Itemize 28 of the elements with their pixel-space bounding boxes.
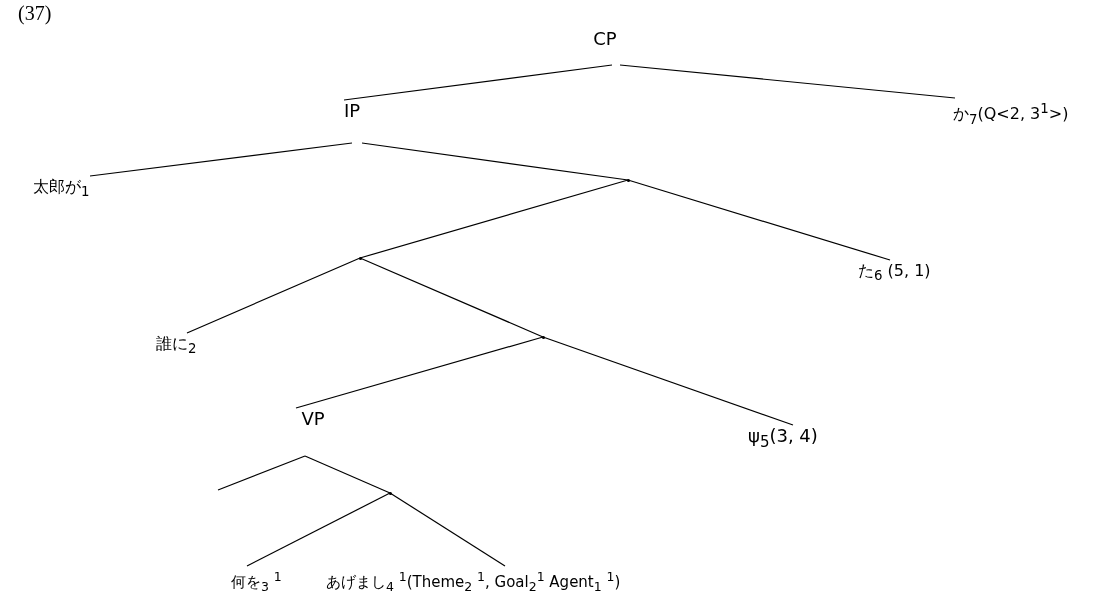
tree-branch (246, 492, 391, 567)
branch-point (388, 491, 392, 495)
node-label: た$_{6}$ (5, 1) (858, 260, 932, 286)
example-number: (37) (18, 2, 52, 25)
branch-point (626, 178, 630, 182)
branch-point (358, 256, 362, 260)
node-label: 誰に$_{2}$ (156, 333, 198, 359)
node-label: ψ$_{5}$(3, 4) (748, 425, 819, 453)
tree-branch (217, 455, 306, 491)
node-label: あげまし$_{4}$ $^{1}$(Theme$_{2}$ $^{1}$, Goal$_{2}$$^{1}$ Agent$_{1}$ $^{1}$) (326, 568, 622, 596)
tree-branch (542, 336, 794, 426)
node-label: か$_{7}$(Q<2, 3$^{1}$>) (953, 100, 1070, 129)
tree-branch (343, 64, 613, 101)
branch-point (541, 335, 545, 339)
tree-branch (359, 257, 544, 338)
tree-branch (361, 142, 629, 181)
tree-branch (186, 257, 361, 334)
tree-branch (359, 179, 629, 259)
tree-branch (89, 142, 353, 177)
node-label: IP (342, 100, 362, 122)
tree-branch (619, 64, 956, 99)
tree-branch (389, 492, 506, 567)
node-label: CP (592, 28, 618, 50)
tree-branch (304, 455, 391, 494)
node-label: VP (300, 408, 326, 430)
node-label: 太郎が$_{1}$ (33, 176, 91, 202)
tree-branch (295, 336, 544, 409)
tree-branch (627, 179, 891, 261)
